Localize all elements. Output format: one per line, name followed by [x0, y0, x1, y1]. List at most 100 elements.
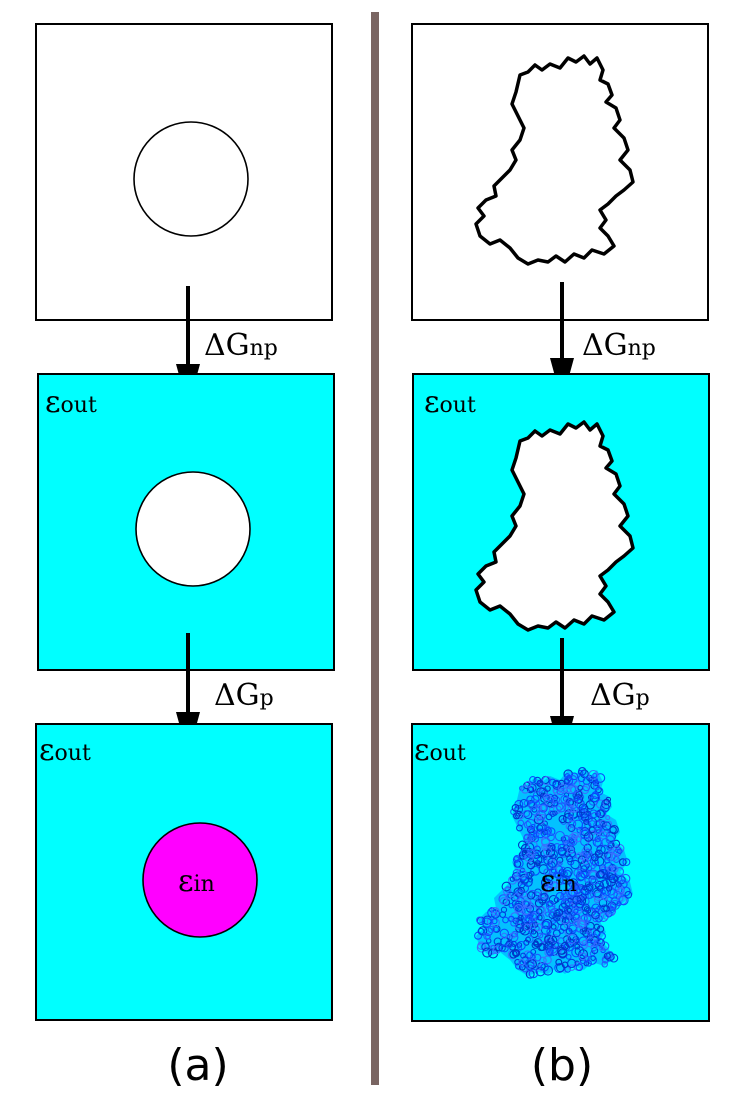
atom — [600, 889, 606, 895]
atom — [535, 828, 546, 839]
atom — [524, 852, 534, 863]
atom — [511, 948, 521, 958]
atom — [516, 824, 523, 832]
atom — [598, 808, 607, 817]
atom — [491, 906, 498, 914]
atom — [493, 937, 502, 946]
atom — [590, 863, 596, 870]
atom — [583, 818, 590, 825]
atom — [508, 902, 515, 909]
atom — [523, 834, 532, 843]
atom — [553, 872, 559, 878]
atom — [485, 933, 491, 940]
atom — [546, 886, 553, 892]
atom — [531, 795, 540, 804]
atom — [543, 955, 552, 965]
atom — [570, 804, 579, 813]
atom — [536, 779, 544, 787]
epsilon-in-label-b3: εin — [540, 864, 577, 899]
atom — [513, 812, 520, 820]
atom — [584, 877, 590, 884]
atom — [563, 778, 570, 785]
atom — [600, 879, 609, 889]
atom — [573, 908, 579, 914]
atom — [586, 927, 596, 938]
atom — [503, 887, 512, 896]
atom — [534, 812, 543, 822]
atom — [516, 889, 524, 898]
atom — [594, 810, 602, 817]
atom — [587, 817, 598, 828]
atom — [545, 948, 554, 956]
atom — [598, 945, 605, 952]
atom — [552, 779, 561, 788]
atom — [526, 795, 535, 804]
atom — [594, 786, 604, 796]
atom — [600, 941, 610, 951]
atom — [597, 932, 606, 941]
atom — [550, 941, 559, 950]
atom — [578, 952, 587, 961]
label-delta-g-polar-b: ΔGp — [590, 678, 650, 713]
atom — [618, 858, 627, 866]
atom — [518, 813, 525, 820]
atom — [568, 964, 576, 971]
atom — [491, 918, 498, 925]
atom — [573, 790, 580, 797]
atom — [555, 908, 564, 917]
atom — [481, 942, 490, 952]
atom — [578, 767, 587, 776]
atom — [560, 892, 569, 901]
atom — [524, 780, 532, 788]
atom — [557, 937, 565, 945]
atom — [551, 881, 559, 890]
atom — [612, 839, 621, 848]
atom — [492, 945, 501, 955]
atom — [526, 891, 536, 900]
atom — [590, 877, 599, 886]
atom — [593, 940, 600, 947]
atom — [533, 940, 539, 946]
atom — [544, 935, 554, 945]
atom — [540, 963, 549, 972]
atom — [550, 933, 560, 944]
atom — [605, 835, 615, 845]
atom — [574, 905, 583, 915]
atom — [548, 935, 558, 946]
atom — [545, 813, 553, 821]
atom — [585, 907, 592, 914]
atom — [552, 929, 561, 938]
atom — [580, 813, 590, 822]
atom — [529, 910, 540, 921]
atom — [565, 954, 572, 960]
cavity-circle-a1 — [133, 121, 249, 237]
atom — [573, 919, 581, 928]
atom — [571, 831, 579, 840]
atom — [611, 845, 621, 856]
atom — [535, 810, 546, 821]
atom — [547, 905, 556, 914]
atom — [563, 803, 573, 813]
atom — [526, 913, 533, 920]
atom — [516, 942, 523, 948]
atom — [518, 958, 526, 966]
atom — [540, 893, 549, 902]
atom — [476, 942, 487, 953]
atom — [543, 793, 551, 802]
atom — [523, 923, 532, 932]
atom — [512, 949, 520, 957]
atom — [617, 875, 626, 885]
atom — [535, 966, 546, 977]
atom — [486, 918, 494, 925]
atom — [567, 958, 577, 969]
column-a: ΔGnp εout ΔGp εout εin (a) — [35, 23, 335, 1091]
atom — [566, 934, 577, 944]
atom — [547, 879, 554, 886]
atom — [514, 958, 521, 966]
atom — [548, 894, 559, 905]
atom — [543, 944, 549, 951]
atom — [541, 843, 548, 851]
atom — [544, 949, 551, 956]
atom — [525, 936, 531, 943]
atom — [532, 921, 539, 928]
